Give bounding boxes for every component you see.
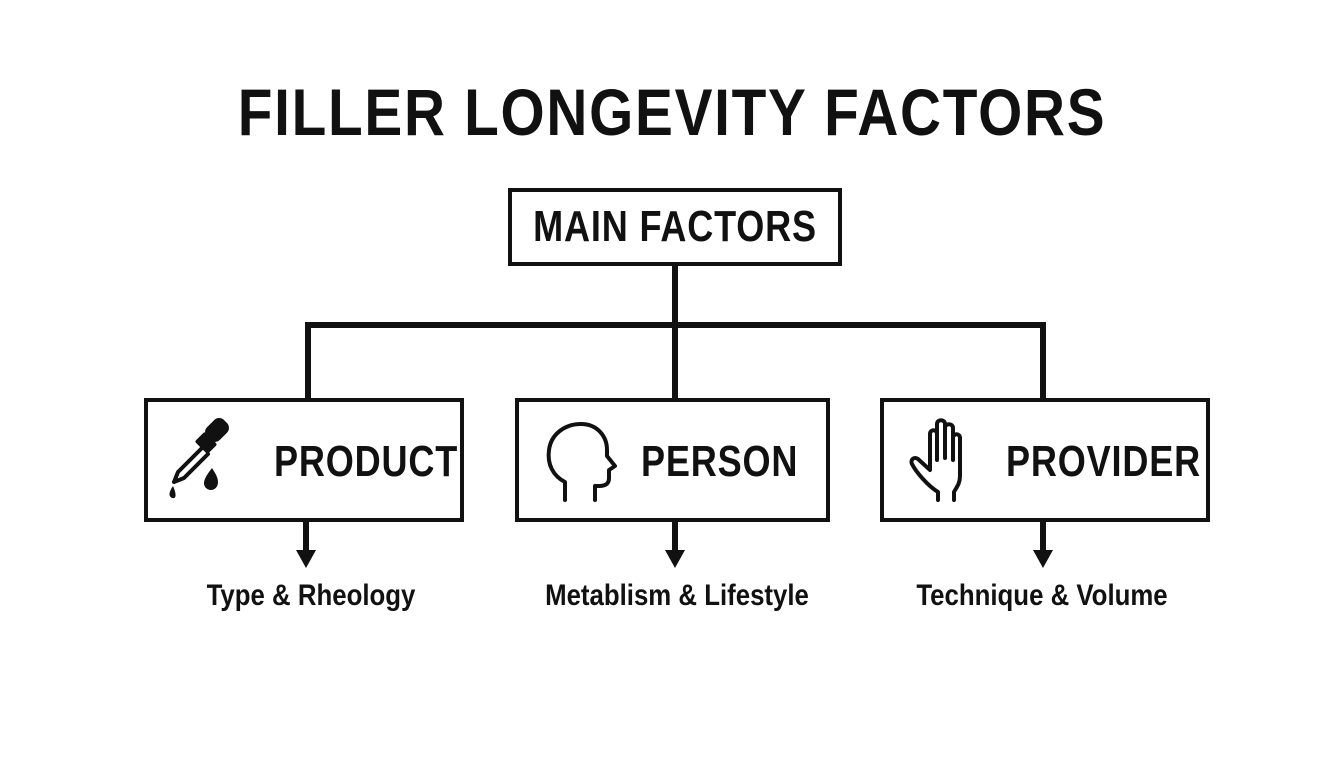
- factor-label-provider: PROVIDER: [1006, 437, 1202, 486]
- factor-label-person: PERSON: [641, 437, 799, 486]
- arrow-head-provider: [1033, 550, 1053, 568]
- factor-box-person: PERSON: [515, 398, 830, 522]
- arrow-head-product: [296, 550, 316, 568]
- main-factors-box: MAIN FACTORS: [508, 188, 842, 266]
- diagram-title: FILLER LONGEVITY FACTORS: [237, 75, 1107, 149]
- sublabel-product: Type & Rheology: [206, 579, 416, 612]
- arrow-head-person: [665, 550, 685, 568]
- dropper-icon: [169, 418, 229, 499]
- factor-box-provider: PROVIDER: [880, 398, 1210, 522]
- hand-icon: [909, 418, 962, 502]
- factor-box-product: PRODUCT: [144, 398, 464, 522]
- main-factors-label: MAIN FACTORS: [533, 202, 817, 251]
- factor-label-product: PRODUCT: [274, 437, 459, 486]
- head-profile-icon: [546, 422, 617, 502]
- sublabel-provider: Technique & Volume: [916, 579, 1168, 612]
- sublabel-person: Metablism & Lifestyle: [545, 579, 809, 612]
